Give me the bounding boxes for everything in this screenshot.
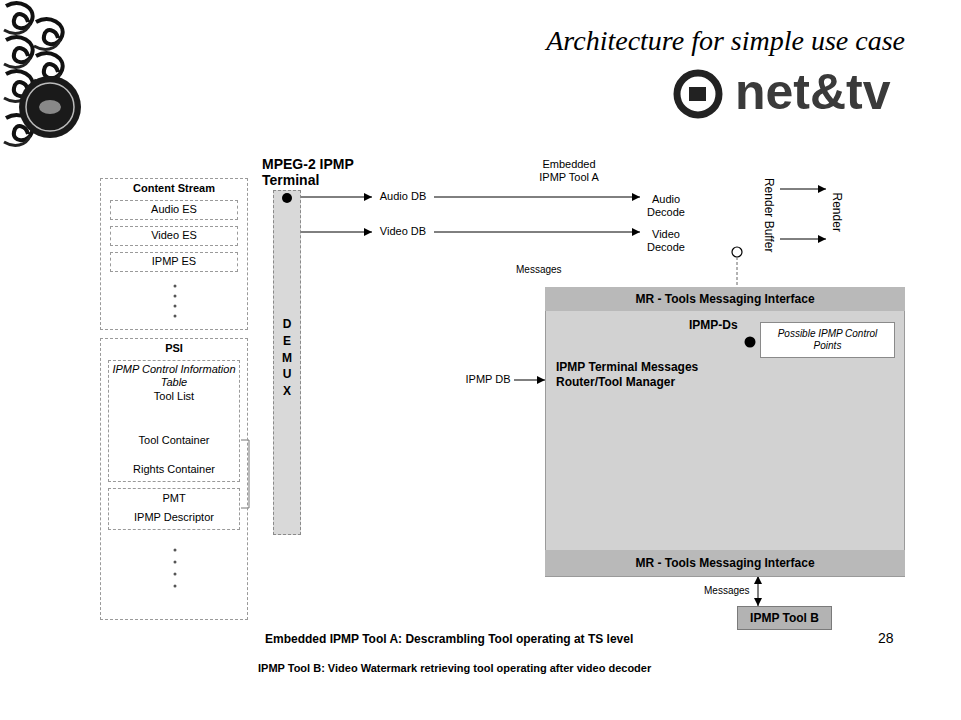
connector-arrow: [434, 232, 640, 233]
node-text: Tool Container: [112, 434, 236, 447]
label-slot: Messages: [516, 264, 562, 276]
decoder-label: Audio Decode: [640, 190, 692, 222]
node-text: MR - Tools Messaging Interface: [549, 556, 901, 570]
node-text: Render Buffer: [762, 178, 776, 253]
control-point-dot: [745, 337, 756, 348]
render-label: Render: [826, 165, 848, 260]
label-slot: Architecture for simple use case: [546, 24, 905, 58]
node-text: Possible IPMP Control Points: [765, 328, 890, 352]
stream-panel: Content StreamAudio ES Video ES IPMP ES: [100, 178, 248, 330]
demux-fill: [273, 190, 301, 535]
footnote: Embedded IPMP Tool A: Descrambling Tool …: [265, 632, 633, 646]
dot: [174, 295, 177, 298]
dot: [174, 585, 177, 588]
node-text: IPMP Control Information Table: [112, 363, 236, 389]
table-box: IPMP Control Information TableTool ListT…: [108, 360, 240, 482]
node-text: IPMP ES: [114, 255, 234, 268]
label-slot: MPEG-2 IPMP Terminal: [262, 156, 392, 188]
node-text: Tool List: [112, 390, 236, 403]
logo-mark: [677, 73, 719, 115]
demux-bar: DEMUX: [273, 190, 301, 535]
node-text: IPMP Tool B: [742, 611, 827, 625]
ornament-scroll: [34, 19, 63, 49]
dot: [174, 315, 177, 318]
buffer-label: Video DB: [372, 223, 434, 241]
node-text: Video Decode: [643, 228, 689, 254]
router-fill: [545, 287, 905, 577]
label-slot: net&tv: [735, 62, 891, 122]
label-slot: IPMP Tool B: Video Watermark retrieving …: [258, 662, 651, 675]
node-text: IPMP DB: [465, 373, 511, 386]
node-text: IPMP Descriptor: [112, 511, 236, 524]
connector-arrow: [301, 197, 372, 198]
node-text: Content Stream: [101, 182, 247, 195]
node-text: Render: [830, 193, 844, 232]
seal-disc: [19, 76, 81, 138]
seal-ring: [26, 83, 74, 131]
seal: [19, 76, 81, 138]
elementary-stream-box: Video ES: [110, 226, 238, 246]
message-router-box: IPMP-DsIPMP Terminal Messages Router/Too…: [545, 287, 905, 577]
node-text: DEMUX: [281, 316, 293, 400]
node-text: Video ES: [114, 229, 234, 242]
tool-box: IPMP Tool B: [737, 606, 832, 630]
node-text: Audio ES: [114, 203, 234, 216]
terminal-heading: MPEG-2 IPMP Terminal: [262, 156, 392, 188]
elementary-stream-box: IPMP ES: [110, 252, 238, 272]
label-slot: Embedded IPMP Tool A: [532, 158, 606, 184]
dot: [174, 305, 177, 308]
dot: [174, 549, 177, 552]
node-text: Video DB: [375, 225, 431, 238]
connector-arrow: [780, 239, 826, 240]
seal-emblem: [39, 100, 61, 114]
logo-ring: [677, 73, 719, 115]
dot: [174, 573, 177, 576]
slide-number: 28: [878, 630, 894, 647]
node-text: Rights Container: [112, 463, 236, 476]
decoder-label: Video Decode: [640, 225, 692, 257]
footnote: IPMP Tool B: Video Watermark retrieving …: [258, 662, 651, 675]
descriptor-box: PMT IPMP Descriptor: [108, 488, 240, 530]
messaging-interface-band: MR - Tools Messaging Interface: [545, 287, 905, 311]
control-points-box: Possible IPMP Control Points: [760, 322, 895, 358]
node-text: MR - Tools Messaging Interface: [549, 292, 901, 306]
message-leader: [737, 257, 738, 287]
buffer-label: IPMP DB: [462, 371, 514, 389]
connector-arrow: [434, 197, 640, 198]
edge-label-slot: Messages: [702, 585, 752, 597]
connector-arrow: [758, 576, 759, 606]
label-slot: Embedded IPMP Tool A: Descrambling Tool …: [265, 632, 633, 646]
elementary-stream-box: Audio ES: [110, 200, 238, 220]
psi-panel: PSI IPMP Control Information TableTool Li…: [100, 338, 248, 620]
node-text: PSI: [101, 342, 247, 355]
node-text: Audio DB: [375, 190, 431, 203]
logo-square: [689, 87, 706, 101]
edge-label: Messages: [702, 585, 752, 597]
logo-wordmark: net&tv: [735, 62, 891, 122]
render-buffer-label: Render Buffer: [758, 165, 780, 265]
connector-arrow: [514, 380, 545, 381]
node-text: IPMP Terminal Messages Router/Tool Manag…: [556, 360, 756, 389]
node-text: PMT: [112, 492, 236, 505]
connector-arrow: [301, 232, 372, 233]
node-text: Audio Decode: [643, 193, 689, 219]
demux-dot: [282, 193, 292, 203]
ornament-scroll: [4, 3, 33, 33]
tool-label: Embedded IPMP Tool A: [532, 158, 606, 184]
label-slot: 28: [878, 630, 894, 647]
buffer-label: Audio DB: [372, 188, 434, 206]
control-point-circle: [732, 247, 742, 257]
ornament-scroll: [4, 37, 33, 67]
connector-arrow: [780, 189, 826, 190]
dot: [174, 561, 177, 564]
messages-label: Messages: [516, 264, 562, 276]
messaging-interface-band: MR - Tools Messaging Interface: [545, 550, 905, 576]
slide-title: Architecture for simple use case: [546, 24, 905, 58]
dot: [174, 285, 177, 288]
